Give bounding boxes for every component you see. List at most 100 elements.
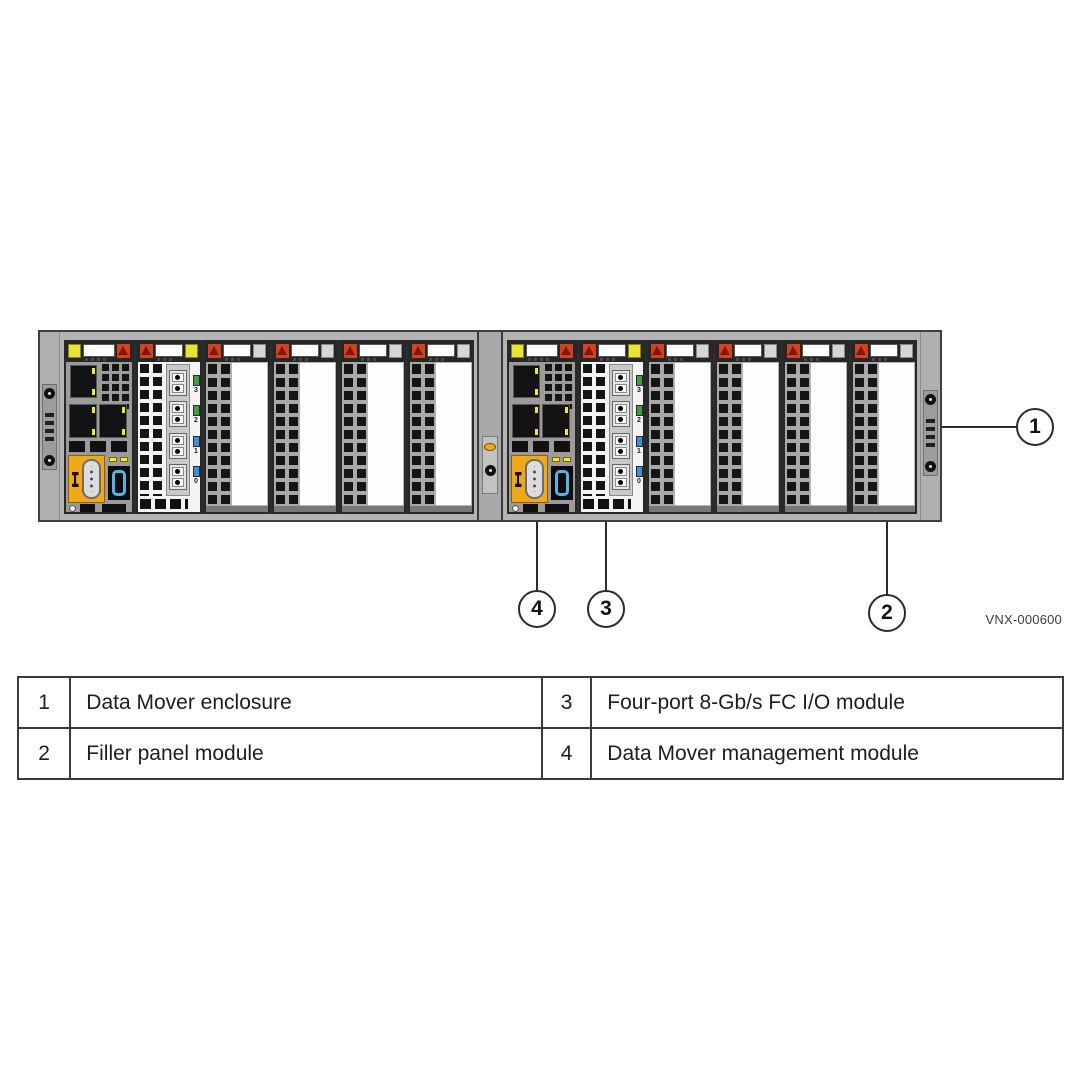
- blank-panel: [298, 362, 336, 506]
- port-number: 2: [637, 417, 641, 425]
- callout-line-3: [605, 522, 607, 592]
- filler-panel: [339, 340, 406, 514]
- module-handle-strip: [784, 342, 847, 362]
- vent-grid: [511, 441, 572, 452]
- fiber-connector: [171, 373, 184, 383]
- ethernet-port: [512, 365, 540, 398]
- legend-number: 1: [16, 676, 72, 729]
- port-led: [635, 375, 643, 387]
- blank-panel: [230, 362, 268, 506]
- module-handle-strip: [648, 342, 711, 362]
- module-label-blank: [222, 344, 251, 361]
- module-label-blank: [525, 344, 558, 361]
- grey-latch-icon: [763, 344, 777, 358]
- port-led: [635, 465, 643, 477]
- port-number: 3: [194, 387, 198, 395]
- fc-port-strip: [608, 364, 633, 496]
- ethernet-port: [511, 404, 540, 438]
- chassis-divider: [477, 332, 503, 520]
- fiber-connector: [614, 384, 627, 394]
- figure-code: VNX-000600: [985, 612, 1062, 627]
- yellow-latch-icon: [184, 344, 198, 358]
- module-label-blank: [801, 344, 830, 361]
- filler-panel-face: [409, 362, 472, 512]
- module-label-blank: [733, 344, 762, 361]
- module-handle-strip: [205, 342, 268, 362]
- vent-grid: [852, 362, 878, 506]
- port-indicator: 3: [192, 375, 200, 395]
- grey-latch-icon: [456, 344, 470, 358]
- vent-grid: [341, 362, 367, 506]
- fiber-connector: [171, 477, 184, 487]
- thumbscrew-icon: [484, 443, 496, 451]
- slot-vent: [45, 413, 54, 417]
- slot-vent: [926, 427, 935, 431]
- callout-2-filler-panel: 2: [868, 594, 906, 632]
- filler-panel: [646, 340, 713, 514]
- module-label-blank: [665, 344, 694, 361]
- legend-label: Four-port 8-Gb/s FC I/O module: [590, 676, 1064, 729]
- panel-foot: [784, 506, 847, 512]
- screw-icon: [925, 461, 936, 472]
- fiber-connector: [614, 466, 627, 476]
- module-label-blank: [597, 344, 626, 361]
- management-module: [63, 340, 134, 514]
- fiber-connector: [171, 415, 184, 425]
- port-number: 1: [637, 447, 641, 455]
- filler-panel-face: [716, 362, 779, 512]
- vent-grid: [716, 362, 742, 506]
- panel-foot: [648, 506, 711, 512]
- port-number: 0: [637, 477, 641, 485]
- serial-icon: [514, 472, 522, 487]
- management-module: [506, 340, 577, 514]
- vent-grid: [409, 362, 435, 506]
- fiber-connector: [171, 384, 184, 394]
- warning-triangle-icon: [139, 344, 153, 358]
- blank-panel: [434, 362, 472, 506]
- vent-grid: [582, 364, 607, 496]
- serial-db9-port: [524, 459, 544, 499]
- panel-foot: [273, 506, 336, 512]
- screw-icon: [44, 455, 55, 466]
- module-handle-strip: [852, 342, 915, 362]
- legend-row: 2 Filler panel module 4 Data Mover manag…: [16, 727, 1064, 780]
- grey-latch-icon: [831, 344, 845, 358]
- vent-grid: [648, 362, 674, 506]
- vent-grid: [139, 364, 164, 496]
- filler-panel-face: [852, 362, 915, 512]
- fiber-connector: [614, 446, 627, 456]
- bracket-slots: [926, 419, 935, 447]
- grey-latch-icon: [388, 344, 402, 358]
- port-led: [192, 435, 200, 447]
- warning-triangle-icon: [582, 344, 596, 358]
- vent-block: [101, 504, 126, 512]
- warning-triangle-icon: [559, 344, 573, 358]
- warning-triangle-icon: [207, 344, 221, 358]
- enclosure-left-bracket: [40, 332, 60, 520]
- blank-panel: [366, 362, 404, 506]
- callout-3-fc-io-module: 3: [587, 590, 625, 628]
- fiber-connector: [171, 435, 184, 445]
- divider-screw-panel: [482, 436, 498, 494]
- vent-grid: [273, 362, 299, 506]
- lc-fiber-port: [611, 463, 630, 490]
- module-handle-strip: [65, 342, 132, 362]
- module-label-blank: [426, 344, 455, 361]
- lc-fiber-port: [168, 463, 187, 490]
- aux-port: [550, 466, 573, 500]
- legend-label: Data Mover management module: [590, 727, 1064, 780]
- legend-number: 4: [540, 727, 593, 780]
- slot-vent: [926, 435, 935, 439]
- port-indicator: 2: [192, 405, 200, 424]
- lc-fiber-port: [611, 370, 630, 397]
- filler-panel-face: [784, 362, 847, 512]
- ethernet-port: [68, 404, 97, 438]
- filler-panel-face: [205, 362, 268, 512]
- lc-fiber-port: [168, 432, 187, 459]
- callout-line-4: [536, 522, 538, 592]
